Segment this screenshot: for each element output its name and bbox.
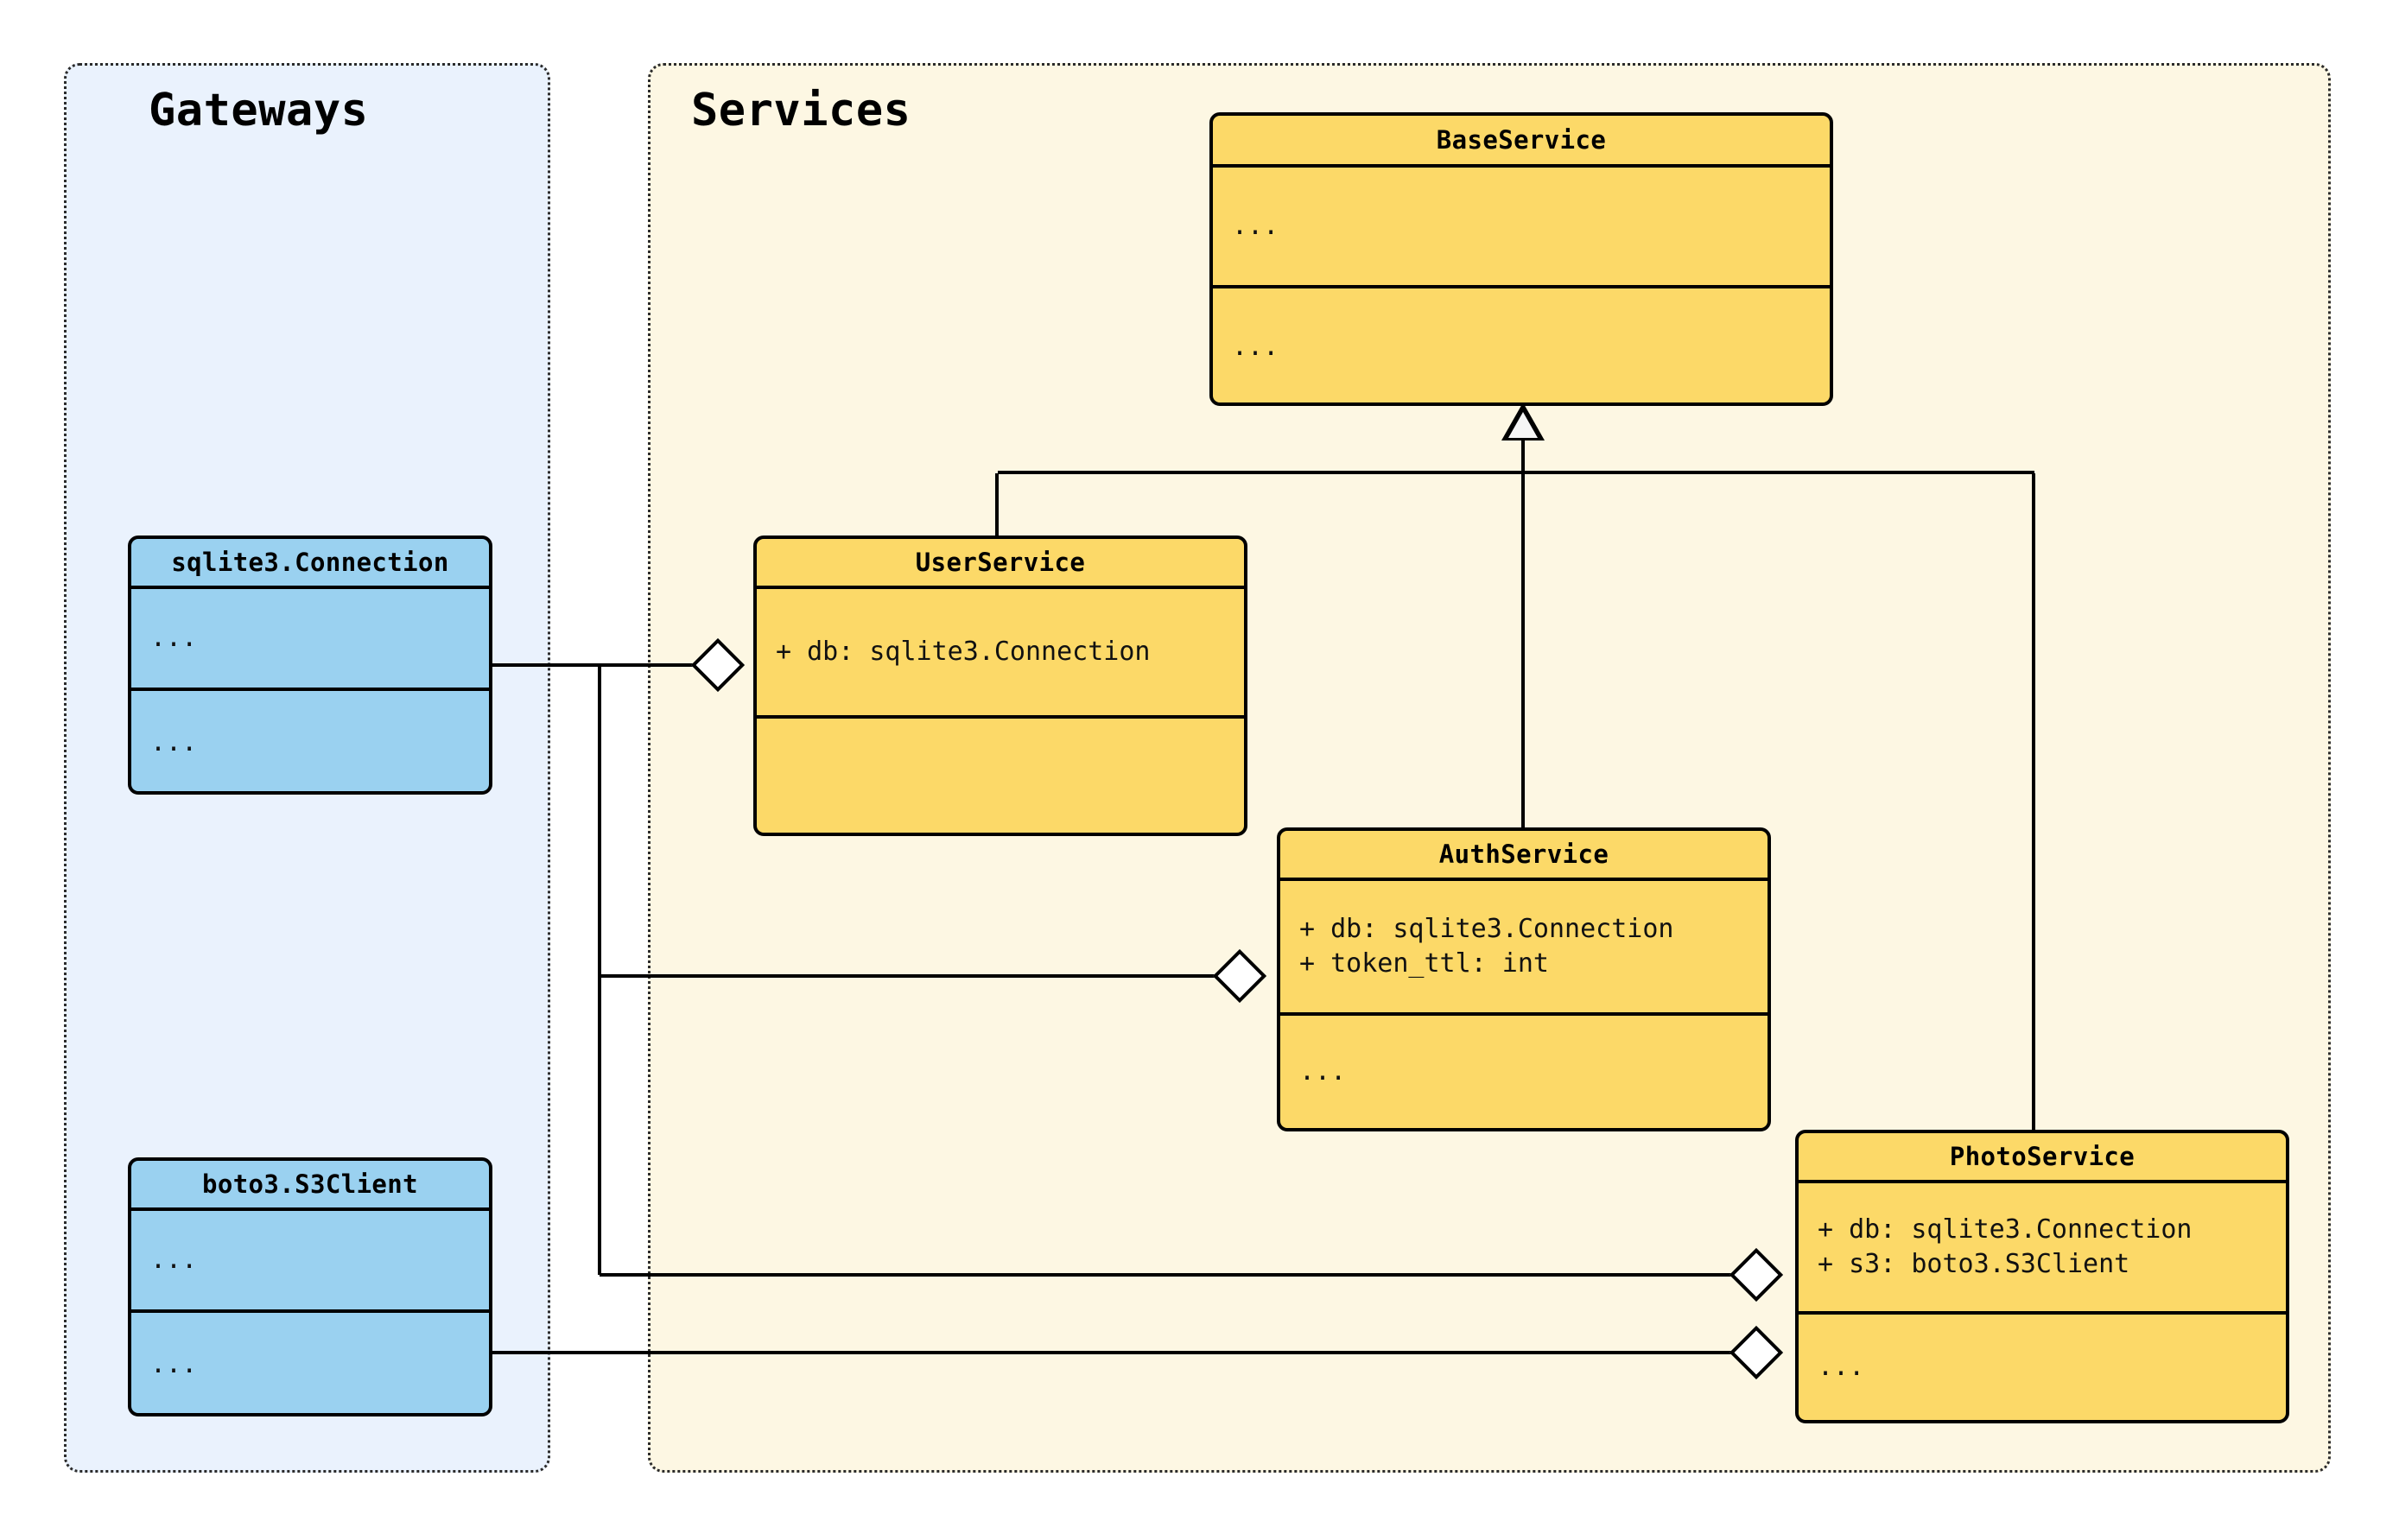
class-box-boto3-s3client[interactable]: boto3.S3Client ... ... (128, 1157, 492, 1416)
triangle-fill (1508, 412, 1538, 438)
generalization-branch-auth-service (1521, 473, 1525, 827)
class-attributes-sqlite3-connection: ... (131, 589, 489, 691)
method-line: ... (1232, 332, 1279, 363)
class-title-auth-service: AuthService (1280, 831, 1768, 881)
package-services-title: Services (691, 85, 911, 136)
attribute-line: ... (150, 1245, 198, 1276)
attribute-lines: + db: sqlite3.Connection + token_ttl: in… (1299, 914, 1674, 979)
generalization-bus (998, 471, 2034, 474)
class-box-user-service[interactable]: UserService + db: sqlite3.Connection (753, 536, 1247, 836)
attribute-line: ... (150, 623, 198, 654)
method-line: ... (1299, 1056, 1347, 1087)
class-methods-user-service (757, 719, 1244, 833)
generalization-branch-user-service (995, 473, 999, 538)
class-attributes-base-service: ... (1213, 168, 1830, 288)
class-box-photo-service[interactable]: PhotoService + db: sqlite3.Connection + … (1795, 1130, 2289, 1423)
class-attributes-auth-service: + db: sqlite3.Connection + token_ttl: in… (1280, 881, 1768, 1016)
class-attributes-photo-service: + db: sqlite3.Connection + s3: boto3.S3C… (1799, 1183, 2286, 1315)
class-box-base-service[interactable]: BaseService ... ... (1209, 112, 1833, 406)
class-methods-base-service: ... (1213, 288, 1830, 402)
class-methods-auth-service: ... (1280, 1016, 1768, 1128)
class-methods-boto3-s3client: ... (131, 1313, 489, 1413)
aggregation-sqlite-to-auth-service (600, 974, 1222, 978)
attribute-line: ... (1232, 211, 1279, 242)
package-gateways-title: Gateways (149, 85, 369, 136)
method-line: ... (150, 1349, 198, 1380)
class-title-sqlite3-connection: sqlite3.Connection (131, 539, 489, 589)
method-line: ... (150, 727, 198, 758)
method-line: ... (1818, 1352, 1865, 1383)
attribute-line: + db: sqlite3.Connection (776, 637, 1151, 668)
aggregation-boto3-to-photo-service (491, 1351, 1736, 1354)
class-title-user-service: UserService (757, 539, 1244, 589)
aggregation-sqlite-to-photo-service (600, 1273, 1736, 1277)
class-title-photo-service: PhotoService (1799, 1133, 2286, 1183)
attribute-lines: + db: sqlite3.Connection + s3: boto3.S3C… (1818, 1214, 2193, 1279)
aggregation-sqlite-to-user-service (491, 663, 698, 667)
aggregation-sqlite-trunk (598, 665, 601, 1275)
generalization-stem (1521, 439, 1525, 491)
class-box-sqlite3-connection[interactable]: sqlite3.Connection ... ... (128, 536, 492, 795)
class-title-boto3-s3client: boto3.S3Client (131, 1161, 489, 1211)
class-attributes-user-service: + db: sqlite3.Connection (757, 589, 1244, 719)
class-box-auth-service[interactable]: AuthService + db: sqlite3.Connection + t… (1277, 827, 1771, 1131)
class-title-base-service: BaseService (1213, 116, 1830, 168)
class-attributes-boto3-s3client: ... (131, 1211, 489, 1313)
class-methods-sqlite3-connection: ... (131, 691, 489, 791)
class-methods-photo-service: ... (1799, 1315, 2286, 1420)
generalization-branch-photo-service (2032, 473, 2035, 1130)
